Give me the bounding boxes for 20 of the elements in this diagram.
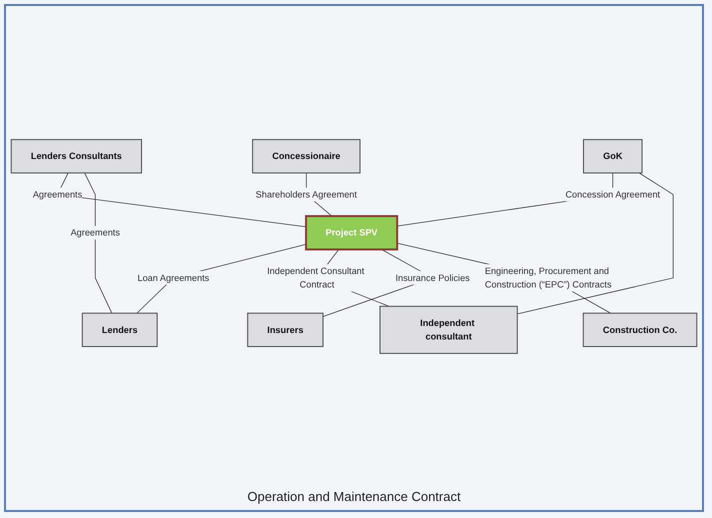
- contract-note: Operation and Maintenance Contract: [247, 489, 461, 504]
- edge-label: Agreements: [70, 227, 120, 238]
- node-box: Construction Co.: [582, 312, 698, 348]
- node-box: Project SPV: [305, 215, 398, 250]
- node-box: GoK: [583, 139, 643, 174]
- edge-label: Engineering, Procurement and Construction (“EPC”) Contracts: [484, 265, 612, 290]
- edge-label: Agreements: [32, 188, 82, 200]
- node-box: Independent consultant: [379, 306, 518, 354]
- connector: [84, 172, 112, 314]
- edge-label: Insurance Policies: [395, 272, 470, 283]
- node-box: Insurers: [247, 312, 324, 348]
- node-box: Lenders: [82, 312, 158, 348]
- connector: [136, 244, 306, 314]
- connector: [516, 172, 674, 314]
- edge-label: Concession Agreement: [565, 188, 660, 200]
- node-box: Concessionaire: [252, 139, 360, 174]
- edge-label: Loan Agreements: [137, 272, 210, 283]
- edge-label: Shareholders Agreement: [256, 188, 357, 200]
- node-box: Lenders Consultants: [10, 139, 142, 174]
- edge-label: Independent Consultant Contract: [267, 265, 364, 290]
